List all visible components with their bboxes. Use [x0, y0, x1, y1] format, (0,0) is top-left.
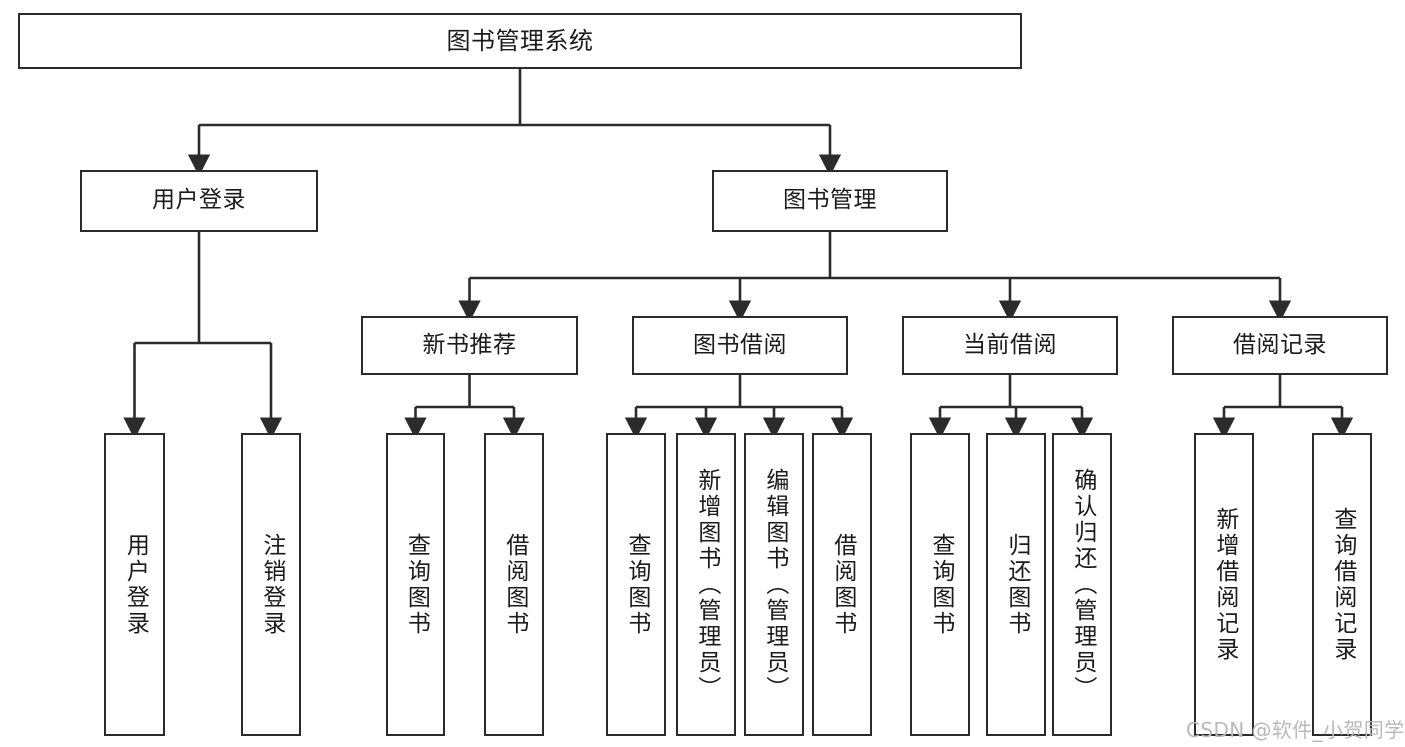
node-leaf-query-book-current[interactable]: 查询图书 [910, 433, 970, 736]
node-label: 当前借阅 [963, 331, 1057, 358]
watermark-csdn: CSDN @软件_小贺同学 [1186, 718, 1405, 742]
node-label: 借阅图书 [829, 532, 856, 637]
node-leaf-borrow-book-recommendation[interactable]: 借阅图书 [484, 433, 544, 736]
node-label: 借阅记录 [1233, 331, 1327, 358]
node-label: 归还图书 [1003, 532, 1030, 637]
node-book-management[interactable]: 图书管理 [712, 170, 948, 232]
node-borrowing-record[interactable]: 借阅记录 [1172, 316, 1388, 375]
node-label: 查询借阅记录 [1329, 506, 1356, 663]
node-book-borrowing[interactable]: 图书借阅 [632, 316, 848, 375]
node-leaf-user-login[interactable]: 用户登录 [104, 433, 165, 736]
node-leaf-add-borrowing-record[interactable]: 新增借阅记录 [1194, 433, 1254, 736]
node-label: 查询图书 [403, 532, 430, 637]
node-leaf-logout[interactable]: 注销登录 [241, 433, 301, 736]
node-root-book-management-system[interactable]: 图书管理系统 [18, 13, 1022, 69]
node-leaf-query-book-recommendation[interactable]: 查询图书 [386, 433, 445, 736]
node-leaf-edit-book-admin[interactable]: 编辑图书（管理员） [744, 433, 804, 736]
node-label: 查询图书 [623, 532, 650, 637]
node-label: 查询图书 [927, 532, 954, 637]
node-leaf-add-book-admin[interactable]: 新增图书（管理员） [676, 433, 736, 736]
node-label: 注销登录 [258, 532, 285, 637]
node-label: 确认归还（管理员） [1069, 467, 1096, 702]
node-new-book-recommendation[interactable]: 新书推荐 [361, 316, 578, 375]
node-label: 图书借阅 [693, 331, 787, 358]
node-label: 新增图书（管理员） [693, 467, 720, 702]
node-label: 用户登录 [152, 187, 246, 214]
node-leaf-query-borrowing-record[interactable]: 查询借阅记录 [1312, 433, 1372, 736]
node-label: 新增借阅记录 [1211, 506, 1238, 663]
node-label: 编辑图书（管理员） [761, 467, 788, 702]
node-leaf-return-book[interactable]: 归还图书 [986, 433, 1046, 736]
node-leaf-query-book-borrowing[interactable]: 查询图书 [606, 433, 666, 736]
node-label: 图书管理 [783, 187, 877, 214]
node-user-login[interactable]: 用户登录 [80, 170, 318, 232]
node-label: 用户登录 [122, 532, 149, 637]
node-leaf-borrow-book-borrowing[interactable]: 借阅图书 [812, 433, 872, 736]
node-label: 新书推荐 [422, 331, 517, 358]
node-label: 借阅图书 [501, 532, 528, 637]
node-leaf-confirm-return-admin[interactable]: 确认归还（管理员） [1052, 433, 1112, 736]
node-label: 图书管理系统 [446, 26, 594, 55]
node-current-borrowing[interactable]: 当前借阅 [902, 316, 1118, 375]
